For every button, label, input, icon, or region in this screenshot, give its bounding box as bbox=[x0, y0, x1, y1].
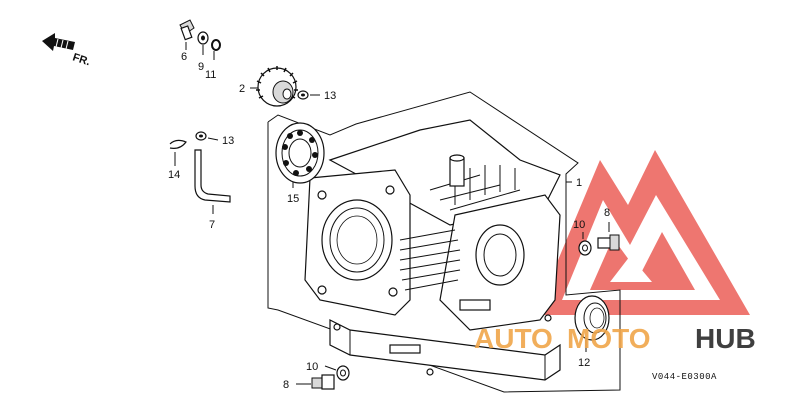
direction-label: FR. bbox=[71, 51, 92, 68]
crankcase-body bbox=[304, 119, 561, 381]
callout-8-bottom: 8 bbox=[283, 379, 289, 391]
part-6-bolt: 6 bbox=[179, 19, 195, 63]
part-14-clip: 14 bbox=[168, 139, 187, 181]
callout-12: 12 bbox=[578, 357, 590, 369]
callout-14: 14 bbox=[168, 169, 180, 181]
callout-13-upper: 13 bbox=[324, 90, 336, 102]
callout-7: 7 bbox=[209, 219, 215, 231]
direction-arrow: FR. bbox=[42, 33, 92, 68]
part-13-washer-upper: 13 bbox=[297, 90, 336, 102]
part-9-washer: 9 bbox=[197, 31, 209, 73]
part-2-gear: 2 bbox=[239, 66, 298, 107]
watermark-text-auto: AUTO bbox=[474, 323, 553, 354]
part-15-bearing: 15 bbox=[275, 122, 325, 205]
callout-6: 6 bbox=[181, 51, 187, 63]
part-8-plug-right: 8 bbox=[597, 207, 620, 251]
part-13-washer-lower: 13 bbox=[195, 131, 234, 147]
callout-13-lower: 13 bbox=[222, 135, 234, 147]
part-10-washer-bottom: 10 bbox=[306, 361, 350, 381]
callout-8-right: 8 bbox=[604, 207, 610, 219]
callout-2: 2 bbox=[239, 83, 245, 95]
callout-10-right: 10 bbox=[573, 219, 585, 231]
part-8-plug-bottom: 8 bbox=[283, 374, 335, 391]
watermark-logo bbox=[535, 150, 750, 315]
callout-11: 11 bbox=[205, 69, 216, 81]
callout-9: 9 bbox=[198, 61, 204, 73]
part-11-ring: 11 bbox=[205, 39, 221, 81]
crankcase-outline bbox=[267, 91, 621, 393]
watermark-text-moto: MOTO bbox=[567, 323, 650, 354]
diagram-code: V044-E0300A bbox=[652, 372, 717, 382]
part-7-shaft: 7 bbox=[194, 149, 231, 231]
callout-10-bottom: 10 bbox=[306, 361, 318, 373]
part-10-washer-right: 10 bbox=[573, 219, 592, 256]
part-12-oil-seal: 12 bbox=[574, 295, 610, 369]
part-1-crankcase-label: 1 bbox=[566, 177, 582, 189]
callout-15: 15 bbox=[287, 193, 299, 205]
watermark-wordmark: AUTO MOTO HUB bbox=[474, 323, 756, 354]
watermark-text-hub: HUB bbox=[695, 323, 756, 354]
callout-1: 1 bbox=[576, 177, 582, 189]
